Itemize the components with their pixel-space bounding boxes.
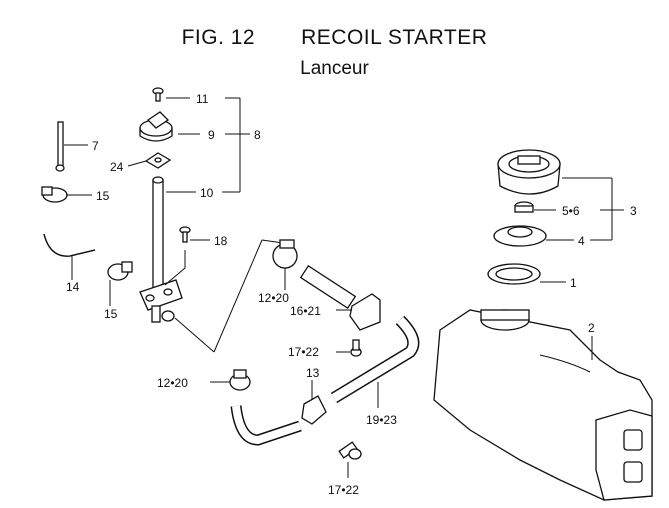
figure-title: FIG. 12 RECOIL STARTER	[0, 26, 669, 50]
label-8: 8	[254, 128, 261, 142]
part-valve-10	[139, 176, 183, 323]
label-10: 10	[200, 186, 214, 200]
part-knob-9	[139, 111, 173, 142]
part-clip-13	[301, 380, 327, 425]
part-screw-17-lower	[338, 441, 362, 478]
part-clamp-12-upper	[272, 239, 298, 290]
label-11: 11	[196, 92, 209, 106]
part-cap-3	[497, 149, 561, 195]
label-19-23: 19•23	[366, 413, 397, 427]
label-15-lower: 15	[104, 307, 118, 321]
label-3: 3	[630, 204, 637, 218]
part-bolt-7	[55, 121, 65, 172]
label-18: 18	[214, 234, 228, 248]
label-7: 7	[92, 139, 99, 153]
figure-caption: Lanceur	[300, 58, 369, 79]
label-12-20-upper: 12•20	[258, 291, 289, 305]
figure-subtitle: RECOIL STARTER	[301, 26, 488, 49]
part-plug-5	[514, 201, 534, 213]
leader-lines-left	[64, 97, 250, 306]
label-16-21: 16•21	[290, 304, 321, 318]
part-clamp-15a	[41, 186, 68, 203]
label-17-22-upper: 17•22	[288, 345, 319, 359]
part-screw-11	[152, 87, 164, 102]
label-17-22-lower: 17•22	[328, 483, 359, 497]
part-fuel-hose-19	[330, 315, 420, 408]
figure-number: FIG. 12	[181, 26, 256, 49]
label-5-6: 5•6	[562, 204, 580, 218]
part-screw-18	[179, 226, 191, 243]
callout-labels: 11 9 8 7 24 15 10 18 14 15 12•20 16•21 1…	[66, 92, 637, 497]
label-14: 14	[66, 280, 80, 294]
part-hose-14	[43, 233, 96, 257]
label-4: 4	[578, 234, 585, 248]
part-strainer-4	[493, 225, 547, 247]
label-2: 2	[588, 321, 595, 335]
part-clamp-12-lower	[210, 369, 251, 391]
label-9: 9	[208, 128, 215, 142]
part-hose-lower	[230, 405, 302, 446]
part-ring-1	[487, 263, 541, 285]
part-bracket-16	[336, 293, 381, 331]
part-screw-17-upper	[336, 339, 362, 357]
part-filter-pipe-16	[299, 264, 357, 310]
label-12-20-lower: 12•20	[157, 376, 188, 390]
label-1: 1	[570, 276, 577, 290]
part-gasket-24	[144, 152, 172, 169]
part-fuel-tank-2	[433, 309, 653, 501]
leader-lines-right	[534, 177, 624, 360]
part-clamp-15b	[107, 261, 133, 281]
label-24: 24	[110, 160, 124, 174]
label-15-upper: 15	[96, 189, 110, 203]
label-13: 13	[306, 366, 320, 380]
